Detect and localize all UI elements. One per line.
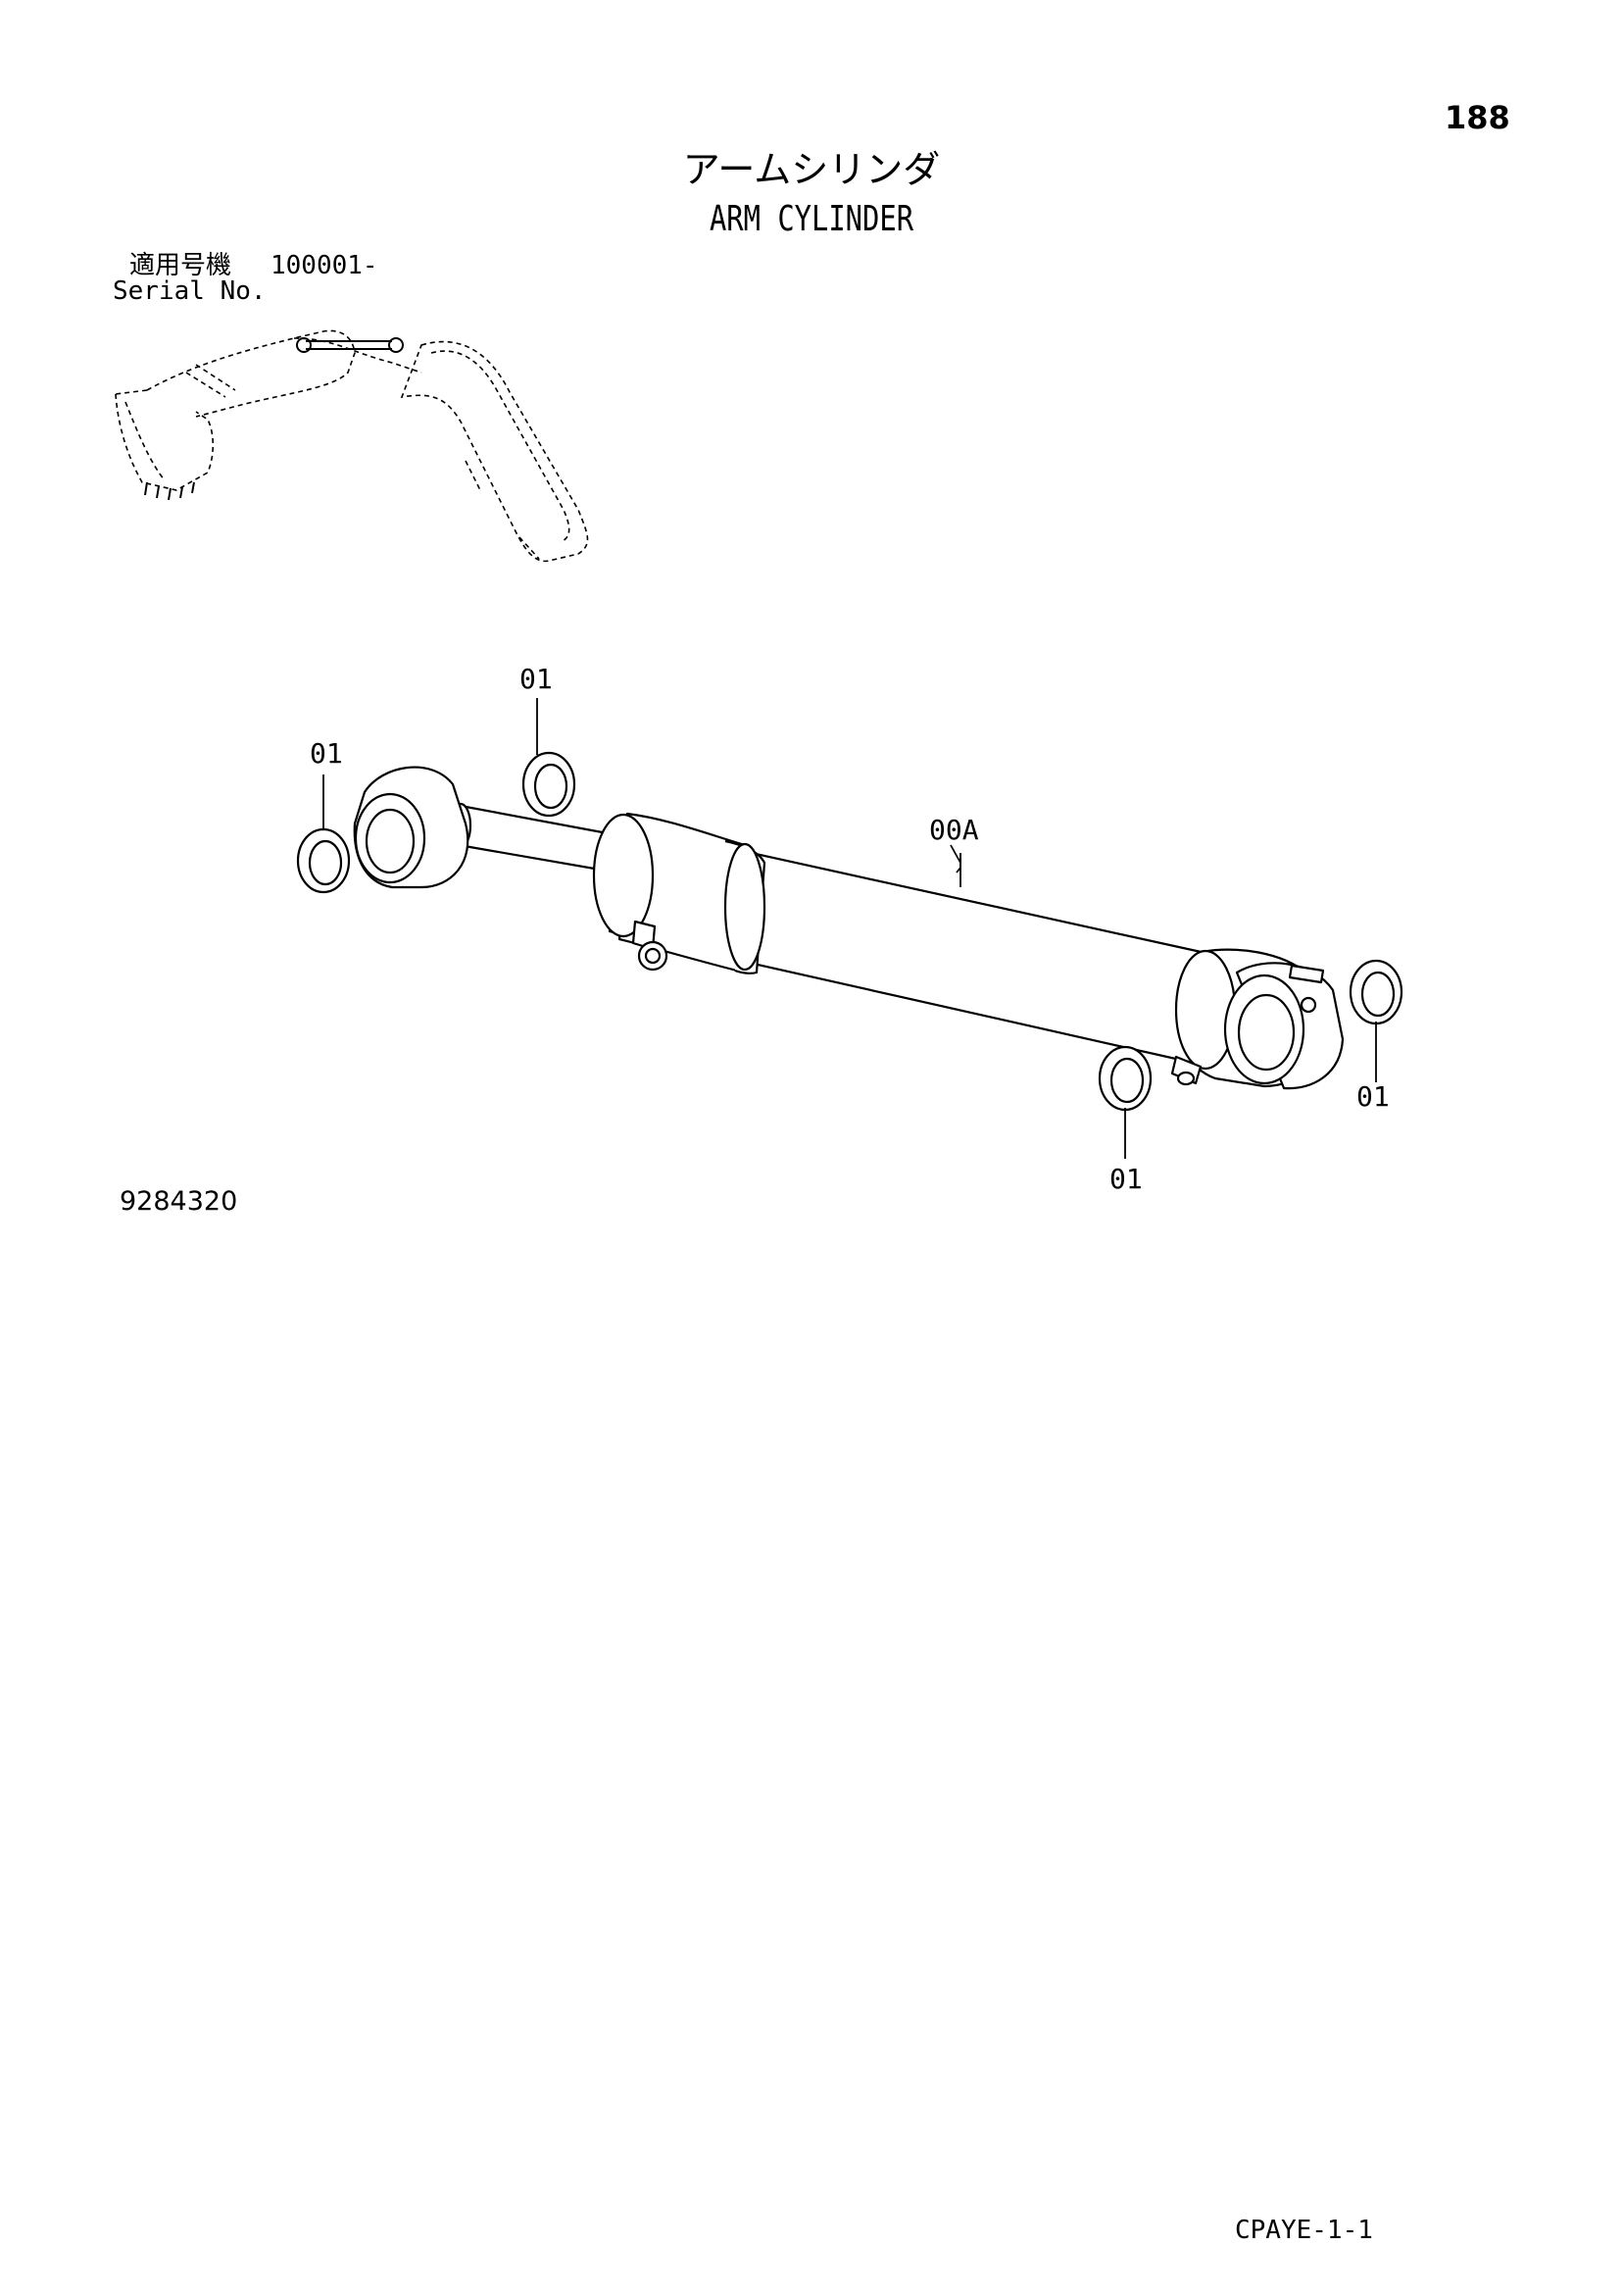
drawing-number: 9284320 [120, 1186, 238, 1217]
callout-seal-right: 01 [1356, 1080, 1390, 1113]
callout-seal-bottom: 01 [1109, 1163, 1143, 1195]
callout-cylinder: 00A [929, 814, 979, 846]
serial-range: 100001- [270, 251, 378, 280]
callout-seal-top: 01 [519, 663, 553, 695]
serial-label-english: Serial No. [113, 276, 267, 306]
footer-code: CPAYE-1-1 [1235, 2216, 1373, 2245]
serial-label-japanese: 適用号機 [129, 251, 232, 280]
page-title-english: ARM CYLINDER [709, 199, 914, 239]
page-number: 188 [1445, 99, 1510, 136]
callout-seal-left: 01 [310, 737, 343, 770]
page-title-japanese: アームシリンダ [682, 148, 941, 191]
